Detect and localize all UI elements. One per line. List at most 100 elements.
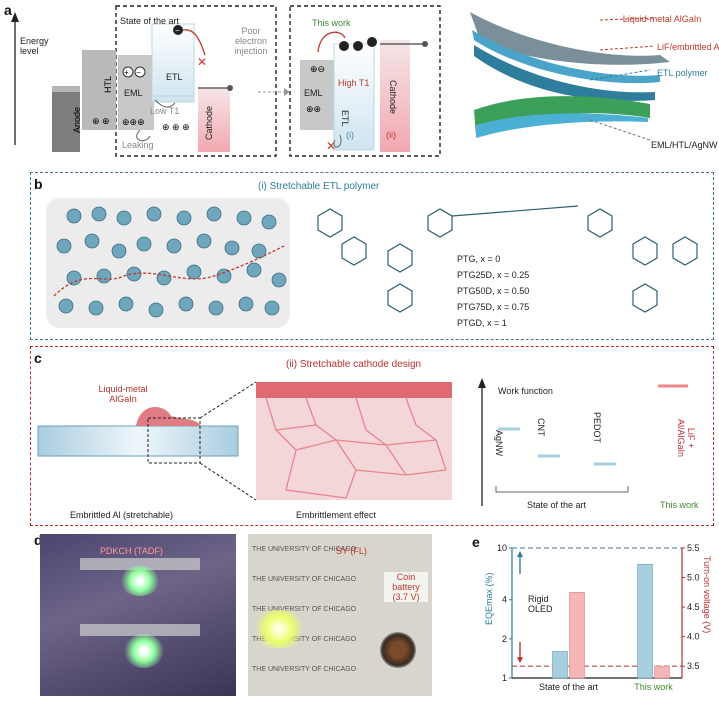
layer-liquid-metal: Liquid-metal AlGaIn [622, 14, 702, 24]
layer-eml-stack: EML/HTL/AgNW [651, 140, 718, 150]
cathode-label-left: Cathode [204, 105, 214, 140]
chicago-row-1: THE UNIVERSITY OF CHICAGO [252, 546, 357, 553]
lif-al-label: LiF + Al/AlGaIn [676, 418, 696, 458]
pdkch-label: PDKCH (TADF) [100, 546, 163, 556]
category-label: State of the art [539, 682, 599, 692]
polymer-label-3: PTG75D, x = 0.75 [457, 302, 530, 312]
chicago-row-3: THE UNIVERSITY OF CHICAGO [252, 606, 357, 613]
agnw-label: AgNW [494, 430, 504, 457]
poor-injection-label: Poor electron injection [234, 26, 268, 56]
y-right-tick-label: 5.0 [687, 573, 700, 583]
pedot-label: PEDOT [592, 412, 602, 444]
svg-text:Anode: Anode [72, 107, 82, 133]
polymer-label-2: PTG50D, x = 0.50 [457, 286, 530, 296]
this-work-label-a: This work [312, 18, 351, 28]
polymer-label-4: PTGD, x = 1 [457, 318, 507, 328]
cathode-label-right: Cathode [388, 80, 398, 115]
green-emission-bottom [124, 634, 164, 668]
y-left-tick-label: 4 [502, 595, 507, 605]
panel-b-frame [30, 172, 714, 340]
anode-block [52, 92, 80, 152]
eml-label-right: EML [304, 88, 323, 98]
this-work-label-c: This work [660, 500, 699, 510]
svg-text:+: + [124, 68, 129, 77]
y-left-tick-label: 1 [502, 673, 507, 683]
voltage-bar [569, 592, 585, 679]
cnt-label: CNT [536, 418, 546, 437]
eqe-bar [637, 563, 653, 679]
chicago-row-4: THE UNIVERSITY OF CHICAGO [252, 636, 357, 643]
green-emission-top [120, 566, 160, 596]
coin-battery [380, 632, 416, 668]
eml-block-right [300, 60, 334, 130]
etl-label-left: ETL [166, 72, 183, 82]
ptg-chemical-structure [317, 205, 698, 313]
svg-text:HTL: HTL [103, 76, 113, 93]
y-left-axis-label: EQEmax (%) [484, 572, 494, 625]
rigid-oled-label: Rigid OLED [528, 594, 553, 614]
etl-block-left [151, 23, 195, 103]
svg-text:✕: ✕ [197, 55, 207, 69]
device-layer-stack [470, 12, 670, 141]
svg-text:⊕⊕: ⊕⊕ [306, 104, 321, 114]
htl-block [82, 50, 116, 130]
category-label: This work [634, 682, 673, 692]
panel-e-letter: e [472, 534, 480, 550]
svg-text:⊕⊕⊕: ⊕⊕⊕ [122, 117, 145, 127]
eml-label-left: EML [124, 88, 143, 98]
y-left-tick-label: 10 [497, 543, 507, 553]
panel-c-letter: c [34, 350, 42, 366]
svg-text:⊕⊖: ⊕⊖ [310, 64, 325, 74]
low-t1-label: Low T1 [150, 106, 180, 116]
svg-text:⊕ ⊕ ⊕: ⊕ ⊕ ⊕ [162, 122, 190, 132]
marker-i: (i) [346, 130, 354, 140]
etl-label-right: ETL [340, 110, 350, 127]
energy-level-label: Energy level [20, 36, 49, 56]
yellow-emission [256, 610, 302, 648]
high-t1-label: High T1 [338, 78, 370, 88]
liquid-metal-label-c: Liquid-metal AlGaIn [98, 384, 148, 404]
photo-tadf-oled [40, 534, 236, 696]
rigid-voltage-arrowhead [517, 657, 523, 664]
marker-ii: (ii) [386, 130, 396, 140]
polymer-chain-illustration [46, 198, 290, 328]
sy-label: SY (FL) [336, 546, 367, 556]
state-of-art-label-c: State of the art [527, 500, 587, 510]
svg-text:−: − [136, 68, 141, 77]
coin-battery-label: Coin battery (3.7 V) [384, 572, 428, 602]
chicago-row-5: THE UNIVERSITY OF CHICAGO [252, 666, 357, 673]
svg-text:⊕ ⊕: ⊕ ⊕ [92, 116, 110, 126]
y-right-tick-label: 4.5 [687, 602, 700, 612]
y-right-tick-label: 3.5 [687, 661, 700, 671]
svg-text:−: − [175, 26, 180, 35]
chicago-row-2: THE UNIVERSITY OF CHICAGO [252, 576, 357, 583]
eml-block-left [118, 55, 154, 130]
y-right-axis-label: Turn-on voltage (V) [702, 556, 712, 634]
layer-lif: LiF/embrittled Al [657, 42, 719, 52]
state-of-art-label-a: State of the art [120, 16, 180, 26]
polymer-label-0: PTG, x = 0 [457, 254, 501, 264]
eqe-bar [552, 651, 568, 679]
y-left-tick-label: 2 [502, 634, 507, 644]
svg-text:✕: ✕ [326, 139, 336, 153]
voltage-bar [654, 665, 670, 679]
y-right-tick-label: 5.5 [687, 543, 700, 553]
panel-b-letter: b [34, 176, 43, 192]
panel-a-letter: a [4, 2, 12, 18]
leaking-label: Leaking [122, 140, 154, 150]
cathode-block-right [380, 40, 410, 152]
photo-fl-oled: THE UNIVERSITY OF CHICAGO THE UNIVERSITY… [248, 534, 432, 696]
etl-block-right [333, 43, 375, 151]
embrittlement-label: Embrittlement effect [296, 510, 376, 520]
cathode-schematic [37, 381, 452, 501]
layer-etl-polymer: ETL polymer [657, 68, 708, 78]
work-function-diagram [478, 378, 688, 506]
panel-d-letter: d [34, 532, 43, 548]
panel-b-title: (i) Stretchable ETL polymer [258, 181, 380, 192]
energy-diagram-state-of-art: − ✕ + − ⊕ ⊕ ⊕⊕⊕ ⊕ ⊕ ⊕ Anode HTL ⊕⊖ ⊕⊕ ✕ [11, 5, 441, 157]
panel-c-frame [30, 346, 714, 526]
embrittled-al-label: Embrittled Al (stretchable) [70, 510, 174, 520]
rigid-eqe-arrowhead [517, 551, 523, 557]
polymer-label-1: PTG25D, x = 0.25 [457, 270, 530, 280]
